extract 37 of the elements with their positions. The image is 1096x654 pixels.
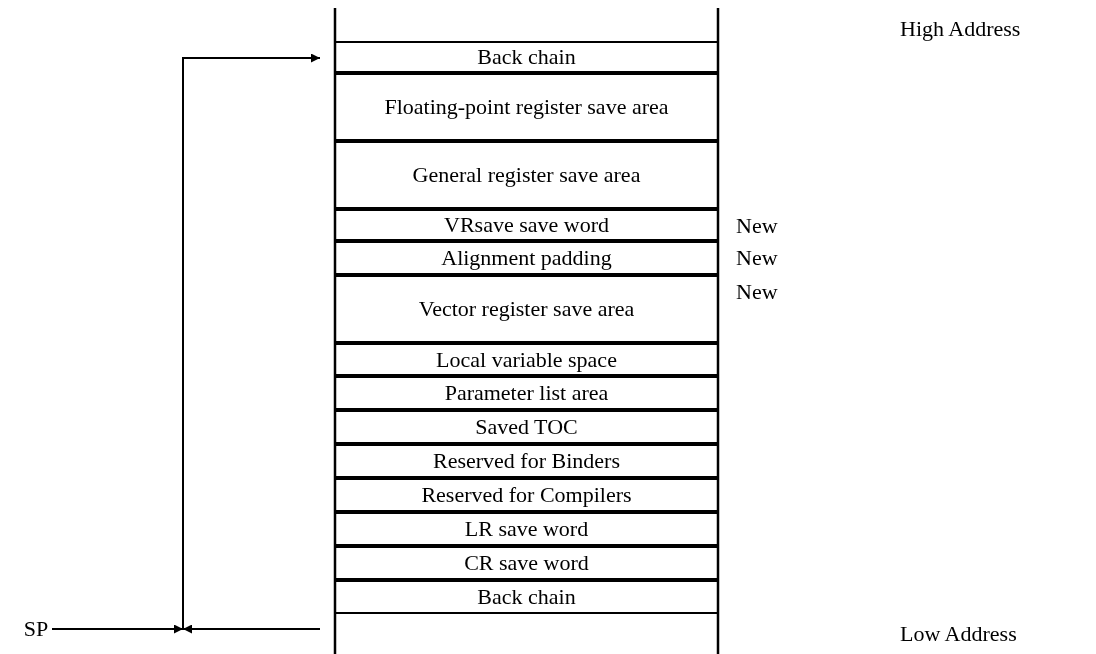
slot-label: LR save word bbox=[464, 517, 589, 541]
stack-slot bbox=[335, 141, 718, 209]
slot-label: General register save area bbox=[412, 163, 641, 187]
stack-slot bbox=[335, 512, 718, 546]
address-label: High Address bbox=[900, 17, 1021, 41]
slot-label: Reserved for Binders bbox=[433, 449, 620, 473]
stack-slot bbox=[335, 41, 718, 73]
pointer-label: SP bbox=[20, 616, 52, 642]
slot-label: Reserved for Compilers bbox=[421, 483, 632, 507]
slot-label: Local variable space bbox=[436, 347, 617, 372]
stack-slot bbox=[335, 209, 718, 241]
arrow bbox=[182, 624, 321, 634]
slot-label: Alignment padding bbox=[441, 246, 612, 270]
note-text: New bbox=[736, 246, 778, 270]
slot-label: Vector register save area bbox=[418, 297, 635, 321]
stack-slot bbox=[335, 580, 718, 614]
arrow bbox=[51, 624, 184, 634]
stack-slot bbox=[335, 343, 718, 376]
note-text: New bbox=[736, 214, 778, 238]
stack-slot bbox=[335, 376, 718, 410]
stack-slot bbox=[335, 410, 718, 444]
arrow bbox=[182, 53, 321, 630]
slot-label: Saved TOC bbox=[475, 415, 578, 439]
slot-label: Parameter list area bbox=[444, 381, 609, 405]
slot-label: Back chain bbox=[477, 585, 576, 609]
stack-slot bbox=[335, 444, 718, 478]
note-text: New bbox=[736, 280, 778, 304]
stack-slot bbox=[335, 241, 718, 275]
slot-label: Floating-point register save area bbox=[384, 95, 669, 119]
slot-label: Back chain bbox=[477, 45, 576, 69]
slot-label: VRsave save word bbox=[444, 213, 609, 237]
address-label: Low Address bbox=[900, 622, 1017, 646]
stack-slot bbox=[335, 546, 718, 580]
stack-slot bbox=[335, 73, 718, 141]
stack-slot bbox=[335, 478, 718, 512]
stack-slot bbox=[335, 275, 718, 343]
slot-label: CR save word bbox=[464, 551, 589, 575]
